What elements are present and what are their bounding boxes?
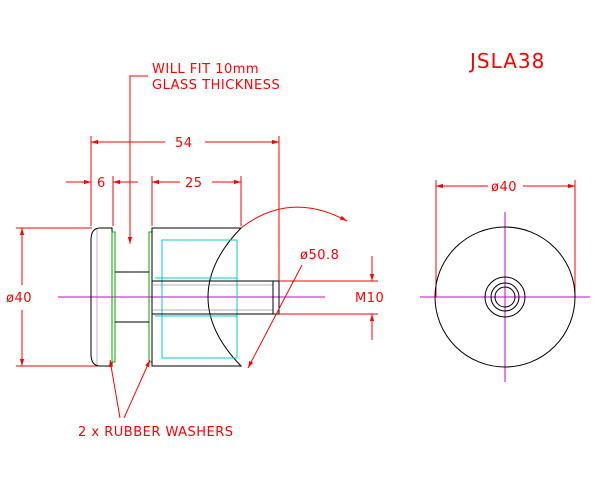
thread-stud	[151, 280, 280, 315]
dim-body-length-text: 25	[185, 176, 203, 191]
end-view	[434, 226, 576, 368]
washer-note-leaders	[109, 359, 151, 419]
dim-body-length: 25	[151, 176, 242, 226]
end-centerlines	[420, 212, 590, 382]
cap-outline	[90, 227, 113, 367]
spigot	[115, 271, 149, 323]
dim-side-diameter-text: ø40	[6, 291, 32, 306]
dim-overall-length: 54	[90, 136, 280, 290]
glass-note-line1: WILL FIT 10mm	[152, 62, 259, 77]
dim-arc-diameter-text: ø50.8	[300, 248, 339, 263]
dim-arc-diameter: ø50.8	[240, 206, 348, 369]
washer-note: 2 x RUBBER WASHERS	[78, 425, 234, 440]
body-outline	[151, 227, 243, 367]
dim-overall-length-text: 54	[175, 136, 193, 151]
dim-thread: M10	[279, 256, 384, 340]
dim-side-diameter: ø40	[6, 227, 98, 367]
glass-note-line2: GLASS THICKNESS	[152, 78, 280, 93]
dim-end-diameter: ø40	[435, 180, 576, 297]
dim-cap-thickness: 6	[66, 176, 138, 226]
dim-cap-thickness-text: 6	[97, 176, 106, 191]
dim-end-diameter-text: ø40	[491, 180, 517, 195]
glass-note-leader	[127, 75, 148, 244]
dim-thread-text: M10	[355, 291, 384, 306]
drawing-code: JSLA38	[468, 49, 545, 73]
